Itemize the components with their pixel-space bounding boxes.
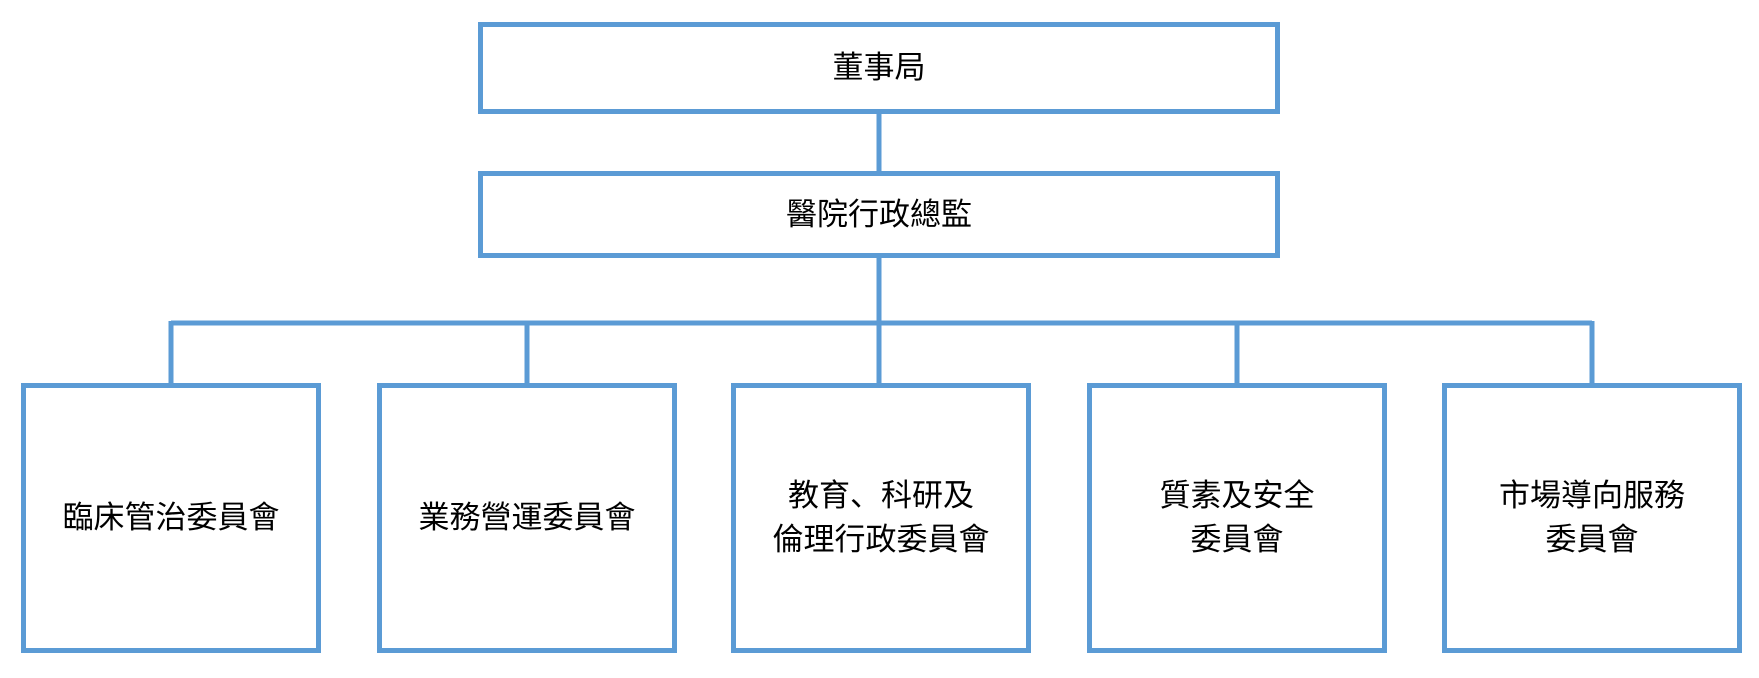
committee-label: 教育、科研及 倫理行政委員會 <box>772 478 990 558</box>
director-box: 醫院行政總監 <box>478 171 1280 258</box>
committee-market-oriented-services: 市場導向服務 委員會 <box>1442 383 1742 653</box>
committee-education-research-ethics: 教育、科研及 倫理行政委員會 <box>731 383 1031 653</box>
committee-label: 業務營運委員會 <box>418 500 636 536</box>
committee-business-operations: 業務營運委員會 <box>377 383 677 653</box>
committee-clinical-governance: 臨床管治委員會 <box>21 383 321 653</box>
committee-quality-safety: 質素及安全 委員會 <box>1087 383 1387 653</box>
committee-label: 臨床管治委員會 <box>62 500 280 536</box>
board-box: 董事局 <box>478 22 1280 114</box>
committee-label: 質素及安全 委員會 <box>1159 478 1315 558</box>
committee-label: 市場導向服務 委員會 <box>1499 478 1685 558</box>
board-label: 董事局 <box>832 50 926 86</box>
director-label: 醫院行政總監 <box>786 196 972 233</box>
